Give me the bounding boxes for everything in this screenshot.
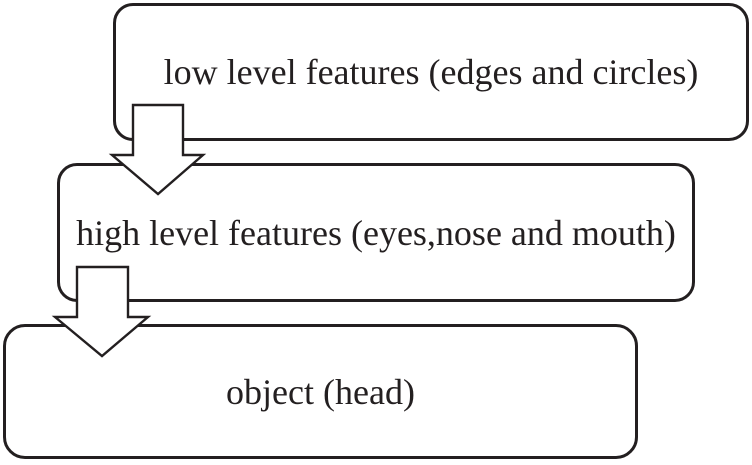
box-object-head-label: object (head) <box>226 371 415 412</box>
box-object-head: object (head) <box>3 324 638 459</box>
box-high-level-features-label: high level features (eyes,nose and mouth… <box>76 212 676 253</box>
box-low-level-features: low level features (edges and circles) <box>113 3 749 141</box>
box-high-level-features: high level features (eyes,nose and mouth… <box>57 163 695 302</box>
box-low-level-features-label: low level features (edges and circles) <box>163 52 699 92</box>
